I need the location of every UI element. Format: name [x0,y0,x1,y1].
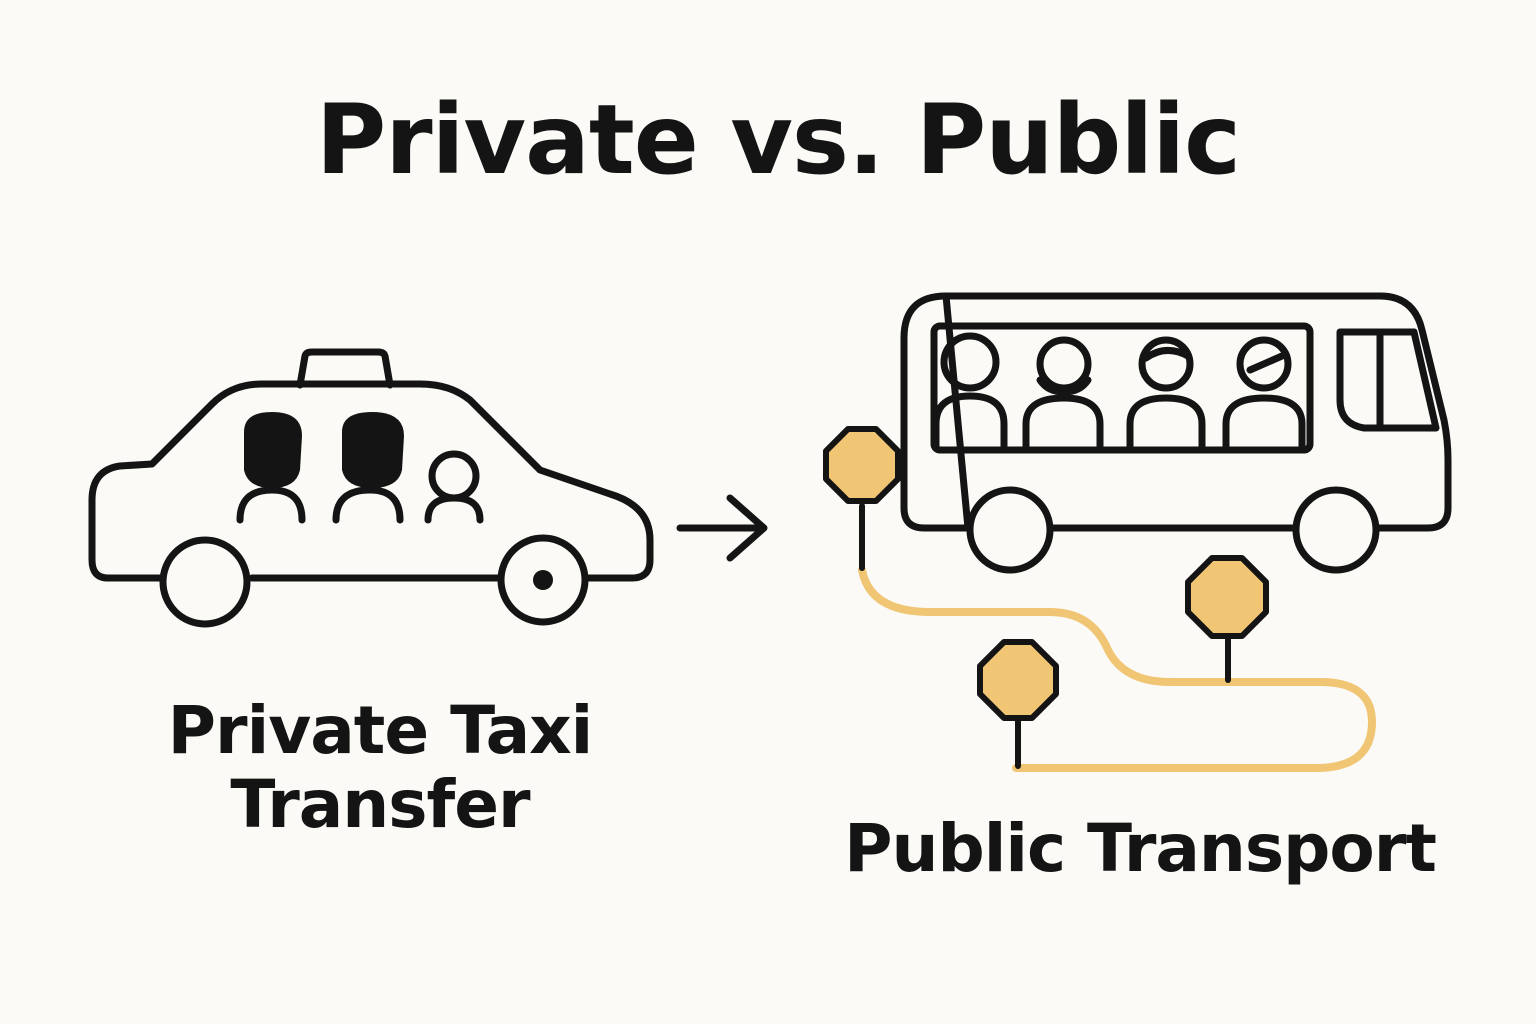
taxi-hubcap [533,570,553,590]
taxi-passenger-1 [236,412,306,524]
public-transport-label: Public Transport [844,810,1437,887]
bus-body [900,292,1452,532]
bus-wheel-rear [966,486,1054,574]
arrow-right-icon [676,494,768,562]
private-taxi-label-line2: Transfer [230,765,530,843]
taxi-wheel-rear [159,536,251,628]
bus-wheel-front [1292,486,1380,574]
stop-sign-icon [823,426,1269,721]
bus-window-band [930,322,1314,454]
diagram-title: Private vs. Public [315,84,1241,196]
bus-wheels [966,486,1380,574]
route-line [858,566,1376,772]
bus-passenger-4 [1222,336,1306,450]
bus-windshield [1336,328,1440,432]
private-taxi-label-line1: Private Taxi [167,692,594,769]
taxi-passenger-3 [424,450,484,524]
stop-posts [859,503,1231,769]
taxi-body [88,380,654,582]
bus-passenger-2 [1022,336,1104,450]
taxi-icon [88,348,654,582]
stop-sign-3 [977,639,1059,721]
stop-sign-2 [1185,555,1269,639]
bus-icon [900,292,1452,532]
bus-passengers [932,332,1306,450]
taxi-passenger-2 [332,412,404,524]
bus-passenger-1 [932,332,1008,450]
stop-sign-1 [823,426,901,504]
private-taxi-label: Private Taxi Transfer [120,694,640,842]
taxi-roof-sign [296,348,394,389]
bus-passenger-3 [1126,336,1206,450]
